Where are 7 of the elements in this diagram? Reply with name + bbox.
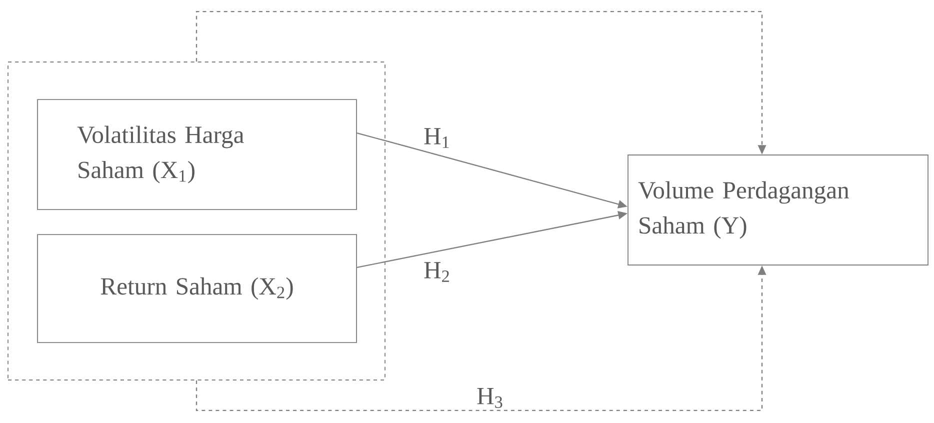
edge-label: H$_{3}$	[475, 386, 505, 410]
text-box: Return Saham (X$_{2}$)	[37, 234, 357, 343]
group-box	[8, 62, 386, 380]
edge-label: H$_{1}$	[422, 126, 452, 150]
edge-label: H$_{2}$	[422, 260, 452, 284]
text-box: Volatilitas Harga Saham (X$_{1}$)	[37, 99, 357, 210]
text-box: Volume Perdagangan Saham (Y)	[628, 154, 928, 266]
